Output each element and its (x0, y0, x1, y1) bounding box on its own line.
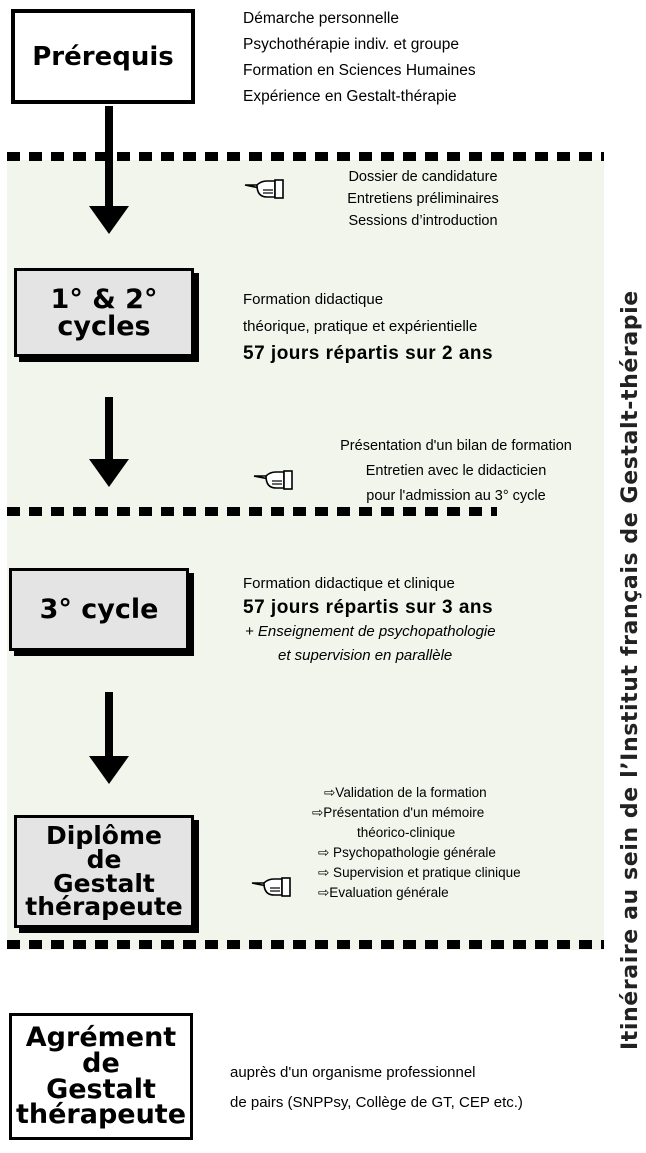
dashed-separator-top (7, 152, 604, 161)
prerequis-list: Démarche personnelle Psychothérapie indi… (243, 6, 476, 110)
bilan-item: pour l'admission au 3° cycle (366, 488, 546, 504)
diplome-label-line: thérapeute (25, 892, 183, 922)
cycles12-line: Formation didactique (243, 291, 384, 308)
diplome-label-line: de (86, 844, 122, 874)
diplome-item: ⇨Validation de la formation (324, 785, 487, 800)
prerequis-box: Prérequis (11, 9, 195, 104)
admission-list: Dossier de candidature Entretiens prélim… (318, 166, 528, 232)
cycle3-duration: 57 jours répartis sur 3 ans (243, 597, 494, 618)
prerequis-item: Psychothérapie indiv. et groupe (243, 36, 459, 53)
bilan-item: Entretien avec le didacticien (365, 463, 547, 479)
admission-item: Entretiens préliminaires (347, 191, 499, 207)
agrement-box: Agrément de Gestalt thérapeute (9, 1013, 193, 1140)
diplome-list: ⇨Validation de la formation ⇨Présentatio… (312, 783, 521, 903)
cycles12-label-line1: 1° & 2° (50, 283, 158, 315)
pointing-hand-icon (244, 179, 284, 199)
down-arrow (89, 106, 129, 234)
agrement-line: de pairs (SNPPsy, Collège de GT, CEP etc… (230, 1094, 523, 1111)
cycles12-box: 1° & 2° cycles (14, 268, 194, 357)
pointing-hand-icon (253, 470, 293, 490)
cycles12-duration: 57 jours répartis sur 2 ans (243, 343, 494, 364)
cycle3-line: + Enseignement de psychopathologie (245, 623, 496, 640)
prerequis-item: Démarche personnelle (243, 10, 399, 27)
down-arrow (89, 692, 129, 784)
prerequis-label: Prérequis (32, 41, 174, 72)
diplome-box: Diplôme de Gestalt thérapeute (14, 815, 194, 928)
agrement-description: auprès d'un organisme professionnel de p… (230, 1058, 523, 1118)
diplome-item: ⇨Evaluation générale (318, 885, 449, 900)
diplome-item: ⇨Présentation d'un mémoire (312, 805, 485, 820)
prerequis-item: Formation en Sciences Humaines (243, 62, 476, 79)
agrement-line: auprès d'un organisme professionnel (230, 1064, 476, 1081)
diplome-item: ⇨ Psychopathologie générale (318, 845, 496, 860)
dashed-separator-bottom (7, 940, 604, 949)
pointing-hand-icon (251, 877, 291, 897)
cycle3-box: 3° cycle (9, 568, 189, 651)
down-arrow (89, 397, 129, 487)
admission-item: Sessions d’introduction (348, 213, 498, 229)
agrement-label-line: Gestalt (46, 1073, 156, 1105)
dashed-separator-middle (7, 507, 497, 516)
diplome-label-line: Diplôme (46, 821, 162, 850)
cycle3-description: Formation didactique et clinique 57 jour… (243, 572, 496, 668)
cycles12-description: Formation didactique théorique, pratique… (243, 286, 493, 367)
admission-item: Dossier de candidature (348, 169, 498, 185)
diplome-item: théorico-clinique (357, 825, 456, 840)
cycles12-line: théorique, pratique et expérientielle (243, 318, 478, 335)
diplome-item: ⇨ Supervision et pratique clinique (318, 865, 521, 880)
cycle3-line: et supervision en parallèle (278, 647, 453, 664)
agrement-label-line: thérapeute (15, 1099, 187, 1131)
bilan-item: Présentation d'un bilan de formation (340, 438, 572, 454)
cycle3-label: 3° cycle (39, 594, 159, 625)
cycles12-label-line2: cycles (57, 310, 151, 342)
cycle3-line: Formation didactique et clinique (243, 575, 455, 592)
agrement-label-line: de (82, 1047, 120, 1079)
itinerary-vertical-label: Itinéraire au sein de l’Institut françai… (618, 290, 643, 1050)
agrement-label-line: Agrément (25, 1022, 177, 1054)
prerequis-item: Expérience en Gestalt-thérapie (243, 88, 457, 105)
diplome-label-line: Gestalt (53, 868, 155, 898)
bilan-list: Présentation d'un bilan de formation Ent… (306, 434, 606, 509)
